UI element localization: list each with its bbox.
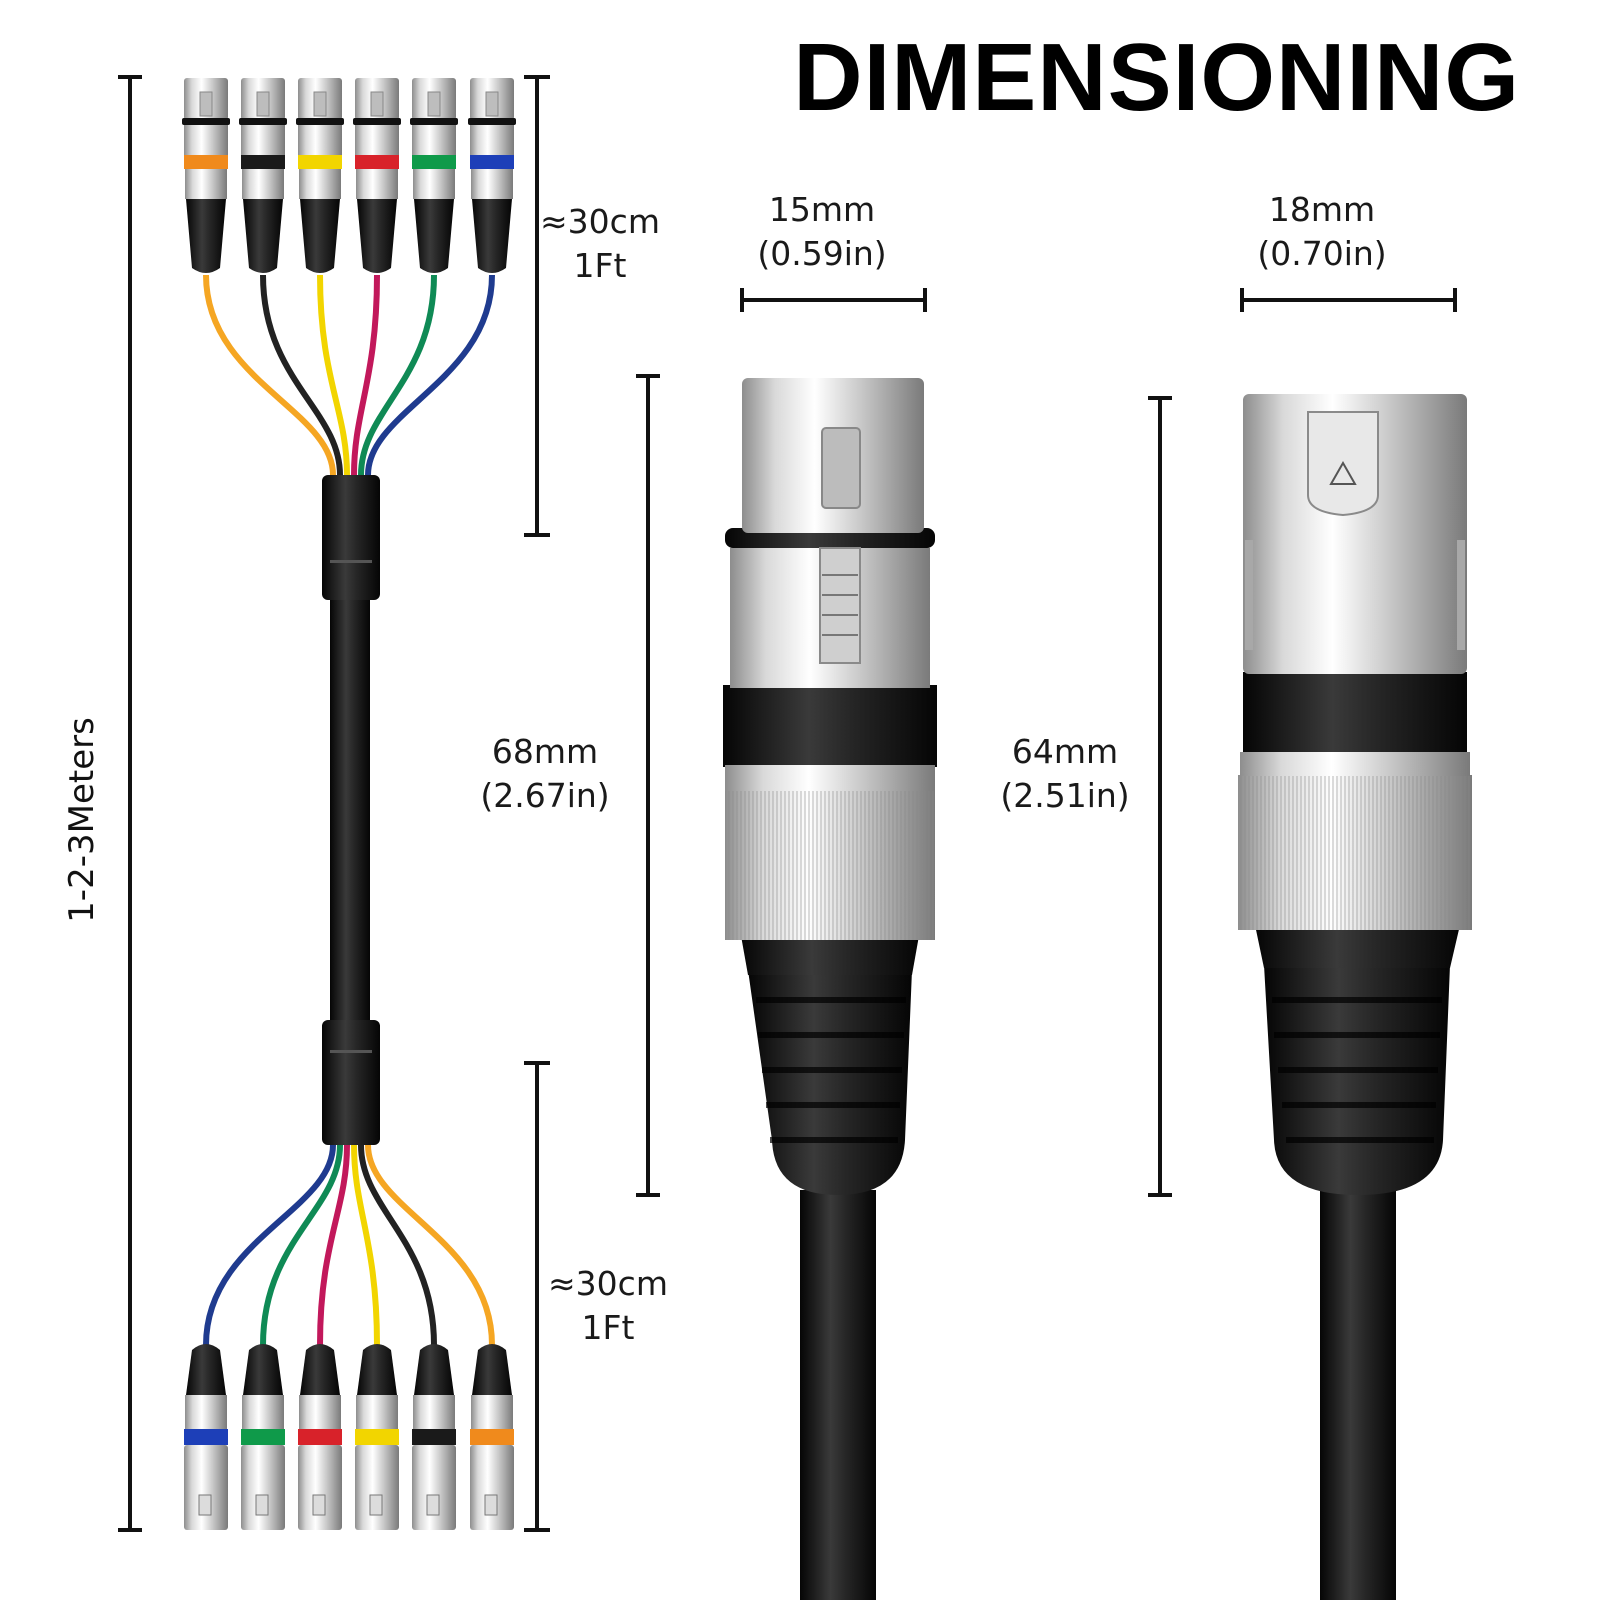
male-length-label: 64mm (2.51in) [975,730,1155,818]
small-female-connector [296,78,344,273]
top-wire [358,274,437,476]
bottom-wire [365,1144,495,1346]
page-title: DIMENSIONING [793,24,1520,131]
top-wire [351,274,380,476]
small-female-connector [468,78,516,273]
top-splitter-sleeve [322,475,380,600]
male-length-dimension [1148,396,1172,1197]
bottom-wire [203,1144,336,1346]
small-female-connector [239,78,287,273]
small-male-connector [298,1344,342,1530]
female-width-mm: 15mm [768,190,876,229]
male-xlr-connector [1238,394,1472,1600]
male-width-in: (0.70in) [1257,234,1387,273]
male-width-mm: 18mm [1268,190,1376,229]
female-width-dimension [740,288,927,312]
female-xlr-connector [723,378,937,1600]
female-length-label: 68mm (2.67in) [455,730,635,818]
small-connectors [182,78,516,1530]
bottom-branch-dimension [524,1061,550,1532]
female-length-in: (2.67in) [480,776,610,815]
small-male-connector [355,1344,399,1530]
bottom-wire [260,1144,343,1346]
male-width-dimension [1240,288,1457,312]
bottom-splitter-sleeve [322,1020,380,1145]
small-male-connector [412,1344,456,1530]
small-male-connector [184,1344,228,1530]
fanout-wires [203,274,495,1346]
female-width-in: (0.59in) [757,234,887,273]
male-width-label: 18mm (0.70in) [1232,188,1412,276]
female-width-label: 15mm (0.59in) [732,188,912,276]
bottom-wire [351,1144,380,1346]
top-branch-dimension [524,75,550,537]
top-wire [365,274,495,476]
top-wire [317,274,350,476]
small-female-connector [182,78,230,273]
top-branch-label: ≈30cm 1Ft [540,200,660,288]
top-branch-feet: 1Ft [573,246,627,285]
snake-cable-trunk [322,475,380,1145]
bottom-wire [358,1144,437,1346]
bottom-wire [317,1144,350,1346]
male-length-mm: 64mm [1011,732,1119,771]
top-wire [203,274,336,476]
total-length-dimension [118,75,142,1532]
female-length-dimension [636,374,660,1197]
small-female-connector [410,78,458,273]
small-male-connector [470,1344,514,1530]
small-male-connector [241,1344,285,1530]
top-branch-length: ≈30cm [540,202,660,241]
bottom-branch-length: ≈30cm [548,1264,668,1303]
bottom-branch-label: ≈30cm 1Ft [548,1262,668,1350]
top-wire [260,274,343,476]
male-length-in: (2.51in) [1000,776,1130,815]
small-female-connector [353,78,401,273]
female-length-mm: 68mm [491,732,599,771]
bottom-branch-feet: 1Ft [581,1308,635,1347]
